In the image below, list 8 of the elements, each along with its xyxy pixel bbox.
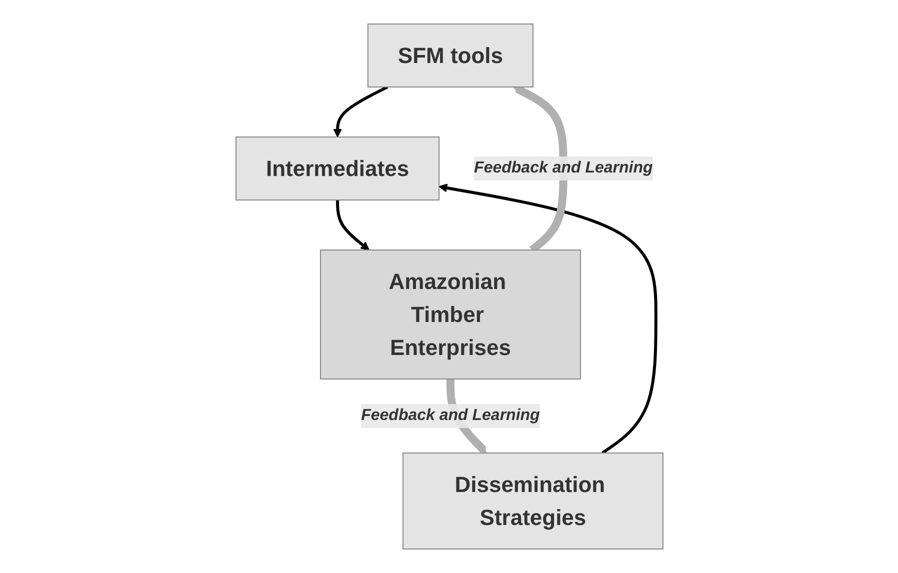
edge-label: Feedback and Learning <box>360 406 540 424</box>
node-box: Amazonian Timber Enterprises <box>320 250 580 380</box>
node-box: Intermediates <box>235 136 440 200</box>
node-box: SFM tools <box>366 24 534 88</box>
edge-label: Feedback and Learning <box>474 159 652 176</box>
arrow <box>332 86 388 138</box>
arrow <box>336 200 369 250</box>
node-box: Dissemination Strategies <box>402 452 663 550</box>
